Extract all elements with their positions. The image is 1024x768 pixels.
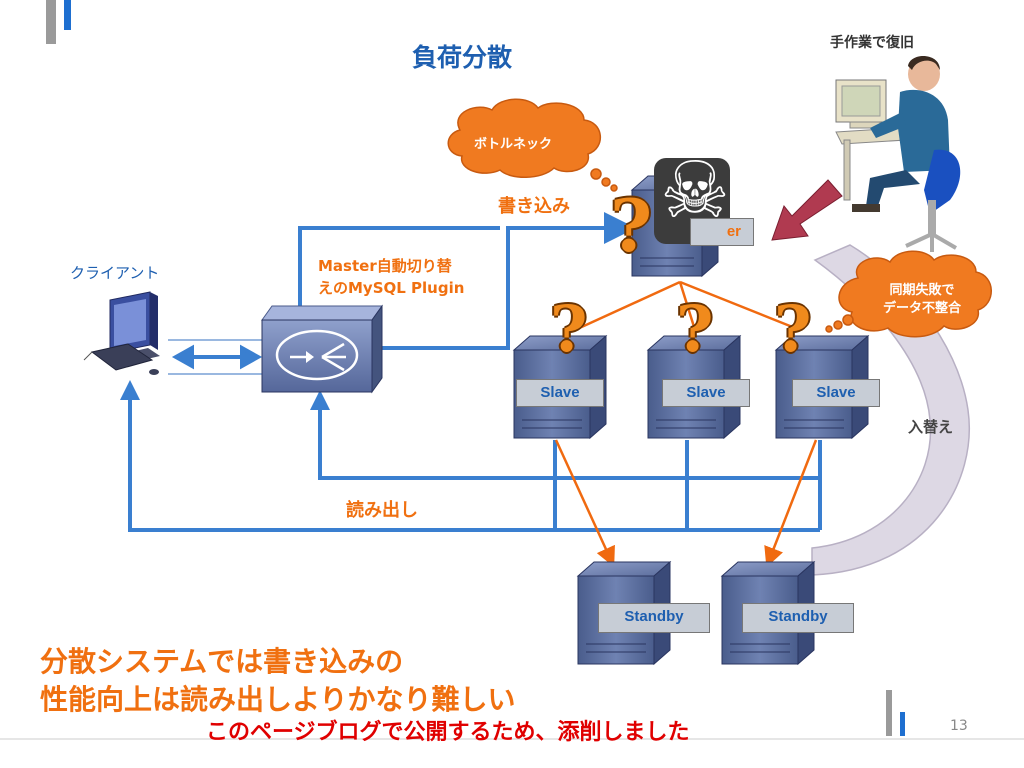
footer-bar-blue: [900, 712, 905, 736]
edit-note: このページブログで公開するため、添削しました: [206, 720, 690, 745]
client-proxy-arrow: [171, 344, 263, 370]
sync-fail-line1: 同期失敗で: [889, 283, 955, 298]
manual-recovery-arrow: [771, 179, 843, 241]
bottleneck-cloud: [447, 98, 618, 192]
operator-at-desk-icon: [835, 55, 961, 252]
question-mark-master: ?: [610, 183, 653, 268]
standby-lines: [554, 439, 818, 568]
skull-icon: ☠: [660, 146, 730, 236]
proxy-label: Master自動切り替 えのMySQL Plugin: [318, 255, 464, 299]
conclusion-line-1: 分散システムでは書き込みの: [40, 645, 404, 678]
master-label: er: [690, 218, 754, 246]
question-mark-slave-2: ?: [676, 292, 714, 367]
master-label-text: er: [726, 223, 741, 240]
read-path: [128, 392, 822, 532]
standby-label-2: Standby: [742, 603, 854, 633]
sync-fail-label: 同期失敗で データ不整合: [862, 282, 982, 318]
proxy-device-icon: [261, 304, 383, 394]
page-number: 13: [950, 718, 968, 734]
proxy-label-line2: えのMySQL Plugin: [318, 279, 465, 297]
bottleneck-label: ボトルネック: [474, 137, 553, 152]
client-computer-icon: [83, 291, 160, 375]
proxy-label-line1: Master自動切り替: [318, 257, 452, 275]
question-mark-slave-3: ?: [774, 292, 812, 367]
swap-label: 入替え: [908, 418, 954, 436]
conclusion-line-2: 性能向上は読み出しよりかなり難しい: [40, 683, 516, 716]
question-mark-slave-1: ?: [550, 292, 588, 367]
footer-bar-gray: [886, 690, 892, 736]
write-label: 書き込み: [498, 196, 570, 217]
slave-label-3: Slave: [792, 379, 880, 407]
standby-label-1: Standby: [598, 603, 710, 633]
corner-bar-blue: [64, 0, 71, 30]
sync-fail-cloud: [825, 250, 992, 338]
write-path: [298, 212, 636, 350]
slave-label-1: Slave: [516, 379, 604, 407]
corner-bar-gray: [46, 0, 56, 44]
slave-label-2: Slave: [662, 379, 750, 407]
client-proxy-lines: [168, 339, 262, 375]
read-label: 読み出し: [346, 500, 418, 521]
slide-title: 負荷分散: [412, 43, 513, 72]
manual-recovery-label: 手作業で復旧: [830, 35, 914, 51]
replication-lines: [574, 280, 801, 332]
sync-fail-line2: データ不整合: [882, 301, 961, 316]
client-label: クライアント: [70, 264, 160, 282]
read-arrowheads: [120, 380, 330, 410]
